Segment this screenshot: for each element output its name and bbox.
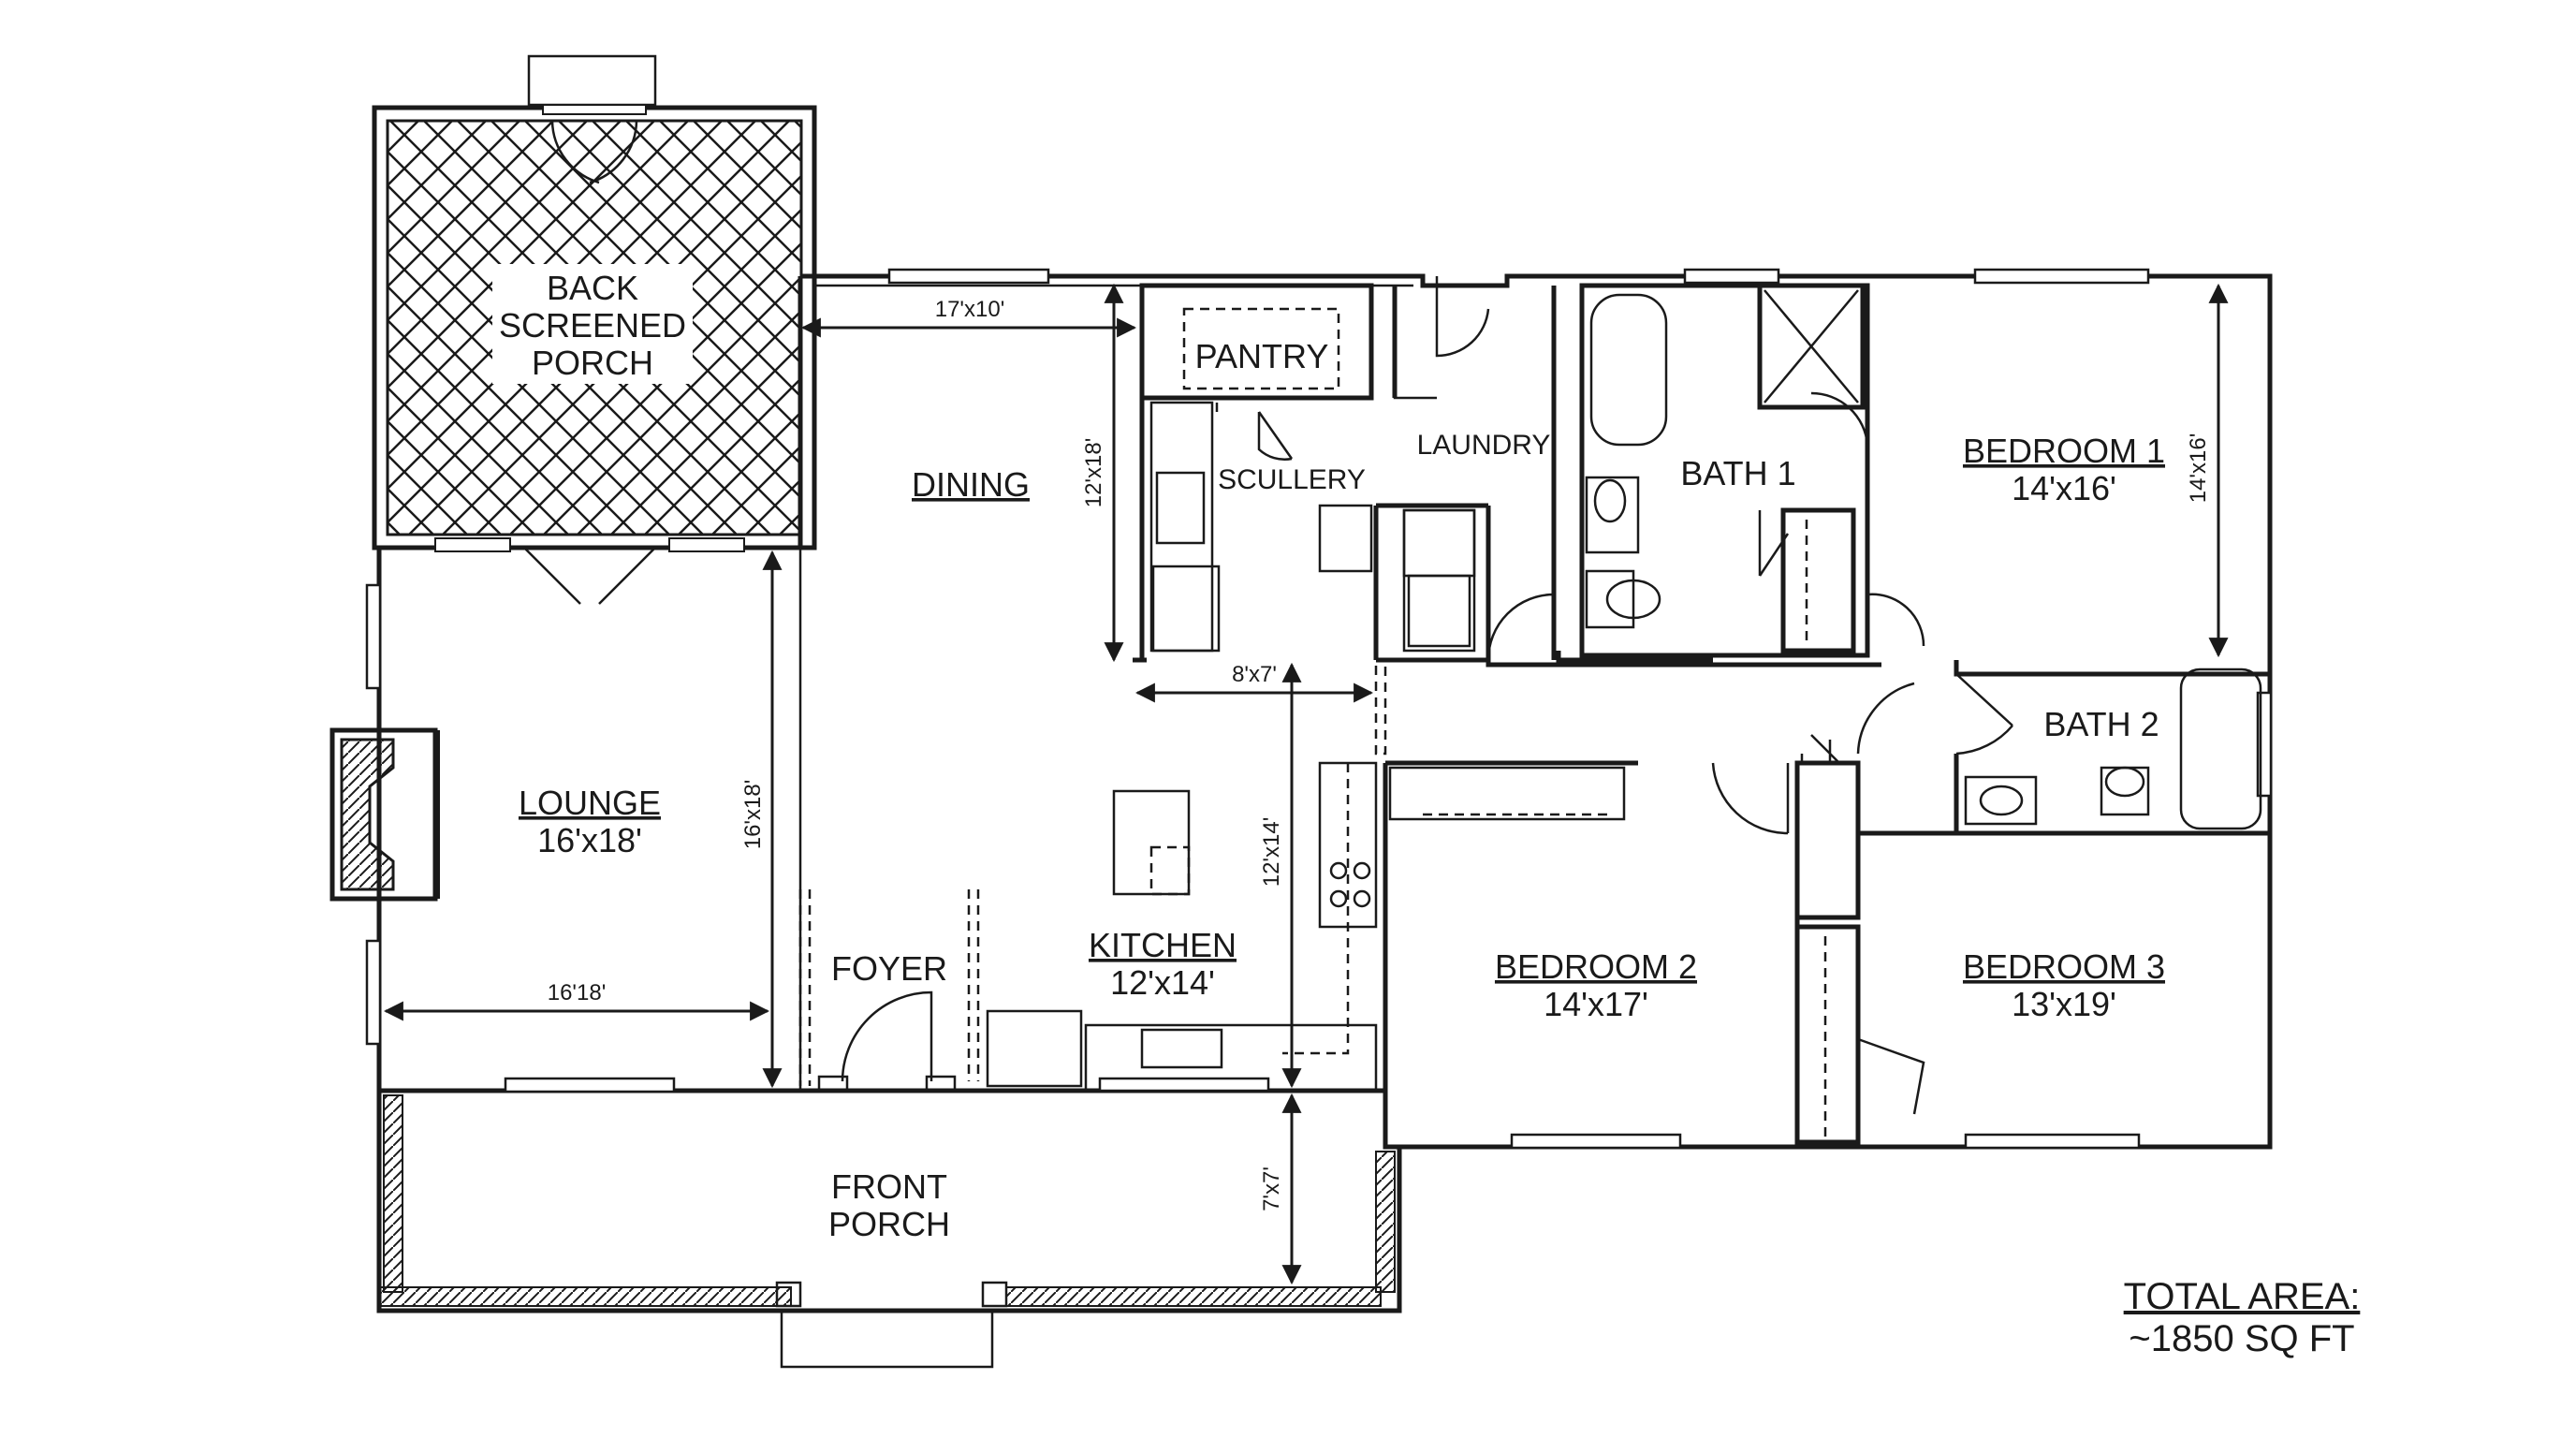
back-screened-porch [372,54,817,605]
dining-height-dim: 12'x18' [1081,438,1106,508]
total-area-value: ~1850 SQ FT [2129,1318,2354,1359]
bedroom1-label: BEDROOM 1 [1963,432,2165,470]
front-porch [376,1091,1402,1369]
lounge-label: LOUNGE [519,784,661,822]
pantry-label: PANTRY [1195,337,1329,375]
closet1 [1780,507,1856,653]
bath2-label: BATH 2 [2043,705,2159,743]
bath1-shower [1757,283,1866,410]
total-area: TOTAL AREA: ~1850 SQ FT [2124,1276,2361,1359]
back-porch-label-2: SCREENED [499,306,686,345]
bedroom3-size: 13'x19' [2012,985,2116,1023]
lounge-size: 16'x18' [537,821,642,859]
bedroom1-size: 14'x16' [2012,469,2116,507]
bath2-tub [2179,668,2262,830]
front-porch-label-1: FRONT [831,1167,947,1206]
back-door-swing [550,120,638,184]
kitchen-size: 12'x14' [1110,963,1215,1002]
kitchen-height-dim: 12'x14' [1259,817,1284,888]
back-porch-label-1: BACK [547,269,638,307]
laundry-machines [1402,508,1476,653]
front-steps [780,1309,994,1369]
dimension-lines [383,283,2229,1285]
foyer-label: FOYER [831,949,947,988]
bedroom2-size: 14'x17' [1544,985,1648,1023]
front-porch-dim: 7'x7' [1259,1167,1284,1211]
porch-door-swing [523,547,656,605]
bedroom1-height-dim: 14'x16' [2186,433,2211,504]
dining-width-dim: 17'x10' [935,297,1005,322]
kitchen-island [1112,789,1191,896]
back-porch-label-3: PORCH [532,344,653,382]
linen-closet [1388,766,1626,821]
lounge-height-dim: 16'x18' [740,780,766,850]
scullery-label: SCULLERY [1218,464,1366,495]
kitchen-sink [1140,1028,1223,1069]
scullery-dim: 8'x7' [1232,662,1277,687]
closet-b3 [1794,924,1861,1145]
bath1-walls [1579,283,1870,658]
bath1-tub [1589,293,1668,447]
total-area-label: TOTAL AREA: [2124,1276,2361,1317]
lounge-width-dim: 16'18' [548,980,607,1005]
room-labels: BACK SCREENED PORCH PANTRY LAUNDRY SCULL… [499,269,2165,1243]
bedroom3-label: BEDROOM 3 [1963,947,2165,986]
porch-label-bg [492,264,693,384]
kitchen-label: KITCHEN [1089,926,1237,964]
scullery-sink [1155,471,1206,545]
bedroom2-label: BEDROOM 2 [1495,947,1697,986]
laundry-label: LAUNDRY [1417,430,1551,461]
house-walls [329,268,2273,1150]
bath1-label: BATH 1 [1680,454,1795,492]
back-steps [527,54,657,107]
dining-label: DINING [912,465,1030,504]
interior-walls [798,276,2270,1147]
front-porch-label-2: PORCH [828,1205,950,1243]
dimension-labels: 17'x10' 12'x18' 8'x7' 16'x18' 16'18' 12'… [548,297,2211,1211]
